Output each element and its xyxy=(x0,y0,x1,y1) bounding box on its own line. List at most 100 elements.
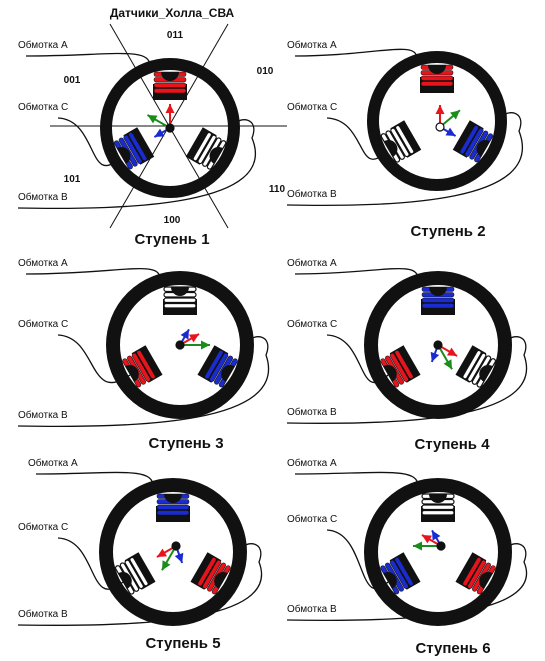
hall-code-010: 010 xyxy=(257,66,274,77)
coil-turn xyxy=(131,352,151,382)
vector-head xyxy=(445,127,456,136)
coil-turn xyxy=(192,131,213,162)
stator-coil-top xyxy=(153,71,187,100)
winding-c-label: Обмотка С xyxy=(18,521,68,533)
rotor-center xyxy=(171,541,181,551)
step-label: Ступень 1 xyxy=(134,231,209,248)
winding-b-wire xyxy=(17,336,270,428)
coil-pole-tip xyxy=(118,572,132,589)
coil-turn xyxy=(156,504,190,510)
winding-b-label: Обмотка В xyxy=(287,188,337,200)
coil-pole-tip xyxy=(221,365,235,382)
vector-head xyxy=(165,104,175,113)
hall-code-001: 001 xyxy=(64,75,81,86)
vector-head xyxy=(147,115,158,124)
coil-turn xyxy=(421,297,455,303)
stator-ring xyxy=(99,478,247,626)
step-label: Ступень 3 xyxy=(148,435,223,452)
vector-head xyxy=(189,334,200,343)
winding-a-wire xyxy=(25,267,161,280)
stator-coil-left xyxy=(380,120,422,163)
coil-turn xyxy=(459,125,479,155)
stator-coil-left xyxy=(113,127,155,170)
winding-a-wire xyxy=(294,267,419,280)
rotor-center xyxy=(165,123,175,133)
winding-b-label: Обмотка В xyxy=(287,603,337,615)
vector-head xyxy=(174,552,184,563)
coil-turn xyxy=(394,350,414,380)
winding-a-wire xyxy=(294,471,419,487)
winding-c-label: Обмотка С xyxy=(18,101,68,113)
stator-coil-top xyxy=(420,64,454,93)
hall-code-011: 011 xyxy=(167,30,184,41)
hall-code-100: 100 xyxy=(164,215,181,226)
coil-turn xyxy=(204,350,224,380)
coil-pole-tip xyxy=(383,365,397,382)
rotor-center xyxy=(433,340,443,350)
coil-turn xyxy=(394,124,415,155)
vector-head xyxy=(201,340,210,350)
coil-pole-tip xyxy=(125,365,139,382)
vector-head xyxy=(421,535,432,544)
stator-ring xyxy=(106,271,254,419)
vector-head xyxy=(156,548,167,557)
step-label: Ступень 5 xyxy=(145,635,220,652)
coil-turn xyxy=(202,559,222,589)
winding-b-wire xyxy=(17,543,263,627)
winding-c-label: Обмотка С xyxy=(18,318,68,330)
coil-pole-tip xyxy=(209,147,224,164)
coil-pole-tip xyxy=(214,572,228,589)
coil-turn xyxy=(389,352,409,382)
winding-a-label: Обмотка А xyxy=(18,257,68,269)
coil-turn xyxy=(421,509,455,516)
stator-ring xyxy=(364,271,512,419)
stator-coil-top xyxy=(421,493,455,522)
coil-turn xyxy=(464,127,484,157)
coil-turn xyxy=(124,559,144,590)
coil-pole-tip xyxy=(479,572,493,589)
vector-head xyxy=(450,110,460,120)
diagram-title: Датчики_Холла_СВА xyxy=(110,6,235,20)
winding-b-wire xyxy=(286,112,523,207)
vector-head xyxy=(435,105,445,114)
winding-a-wire xyxy=(294,48,418,60)
stator-coil-right xyxy=(197,345,238,388)
winding-c-label: Обмотка С xyxy=(287,513,337,525)
vector-head xyxy=(154,128,165,137)
coil-pole-tip xyxy=(479,365,493,382)
winding-b-label: Обмотка В xyxy=(18,191,68,203)
coil-turn xyxy=(420,81,454,87)
coil-pole-tip xyxy=(383,140,398,157)
coil-pole-tip xyxy=(161,72,179,81)
winding-a-label: Обмотка А xyxy=(28,457,78,469)
stator-coil-right xyxy=(185,127,227,170)
stator-coil-right xyxy=(190,552,231,595)
coil-turn xyxy=(129,556,149,587)
coil-turn xyxy=(197,134,217,165)
stator-coil-right xyxy=(455,552,496,595)
coil-pole-tip xyxy=(116,147,131,164)
coil-pole-tip xyxy=(428,65,446,74)
coil-turn xyxy=(421,504,455,511)
coil-turn xyxy=(163,297,197,304)
stator-coil-right xyxy=(455,345,497,388)
coil-turn xyxy=(136,350,156,380)
coil-turn xyxy=(123,134,143,164)
coil-turn xyxy=(163,302,197,309)
stator-coil-top xyxy=(163,286,197,315)
vector-head xyxy=(413,541,422,551)
coil-pole-tip xyxy=(171,287,189,296)
stator-coil-left xyxy=(114,552,156,595)
step-label: Ступень 6 xyxy=(415,640,490,657)
coil-turn xyxy=(390,127,410,158)
winding-c-label: Обмотка С xyxy=(287,101,337,113)
coil-pole-tip xyxy=(383,572,397,589)
coil-pole-tip xyxy=(476,140,491,157)
winding-a-label: Обмотка А xyxy=(287,39,337,51)
